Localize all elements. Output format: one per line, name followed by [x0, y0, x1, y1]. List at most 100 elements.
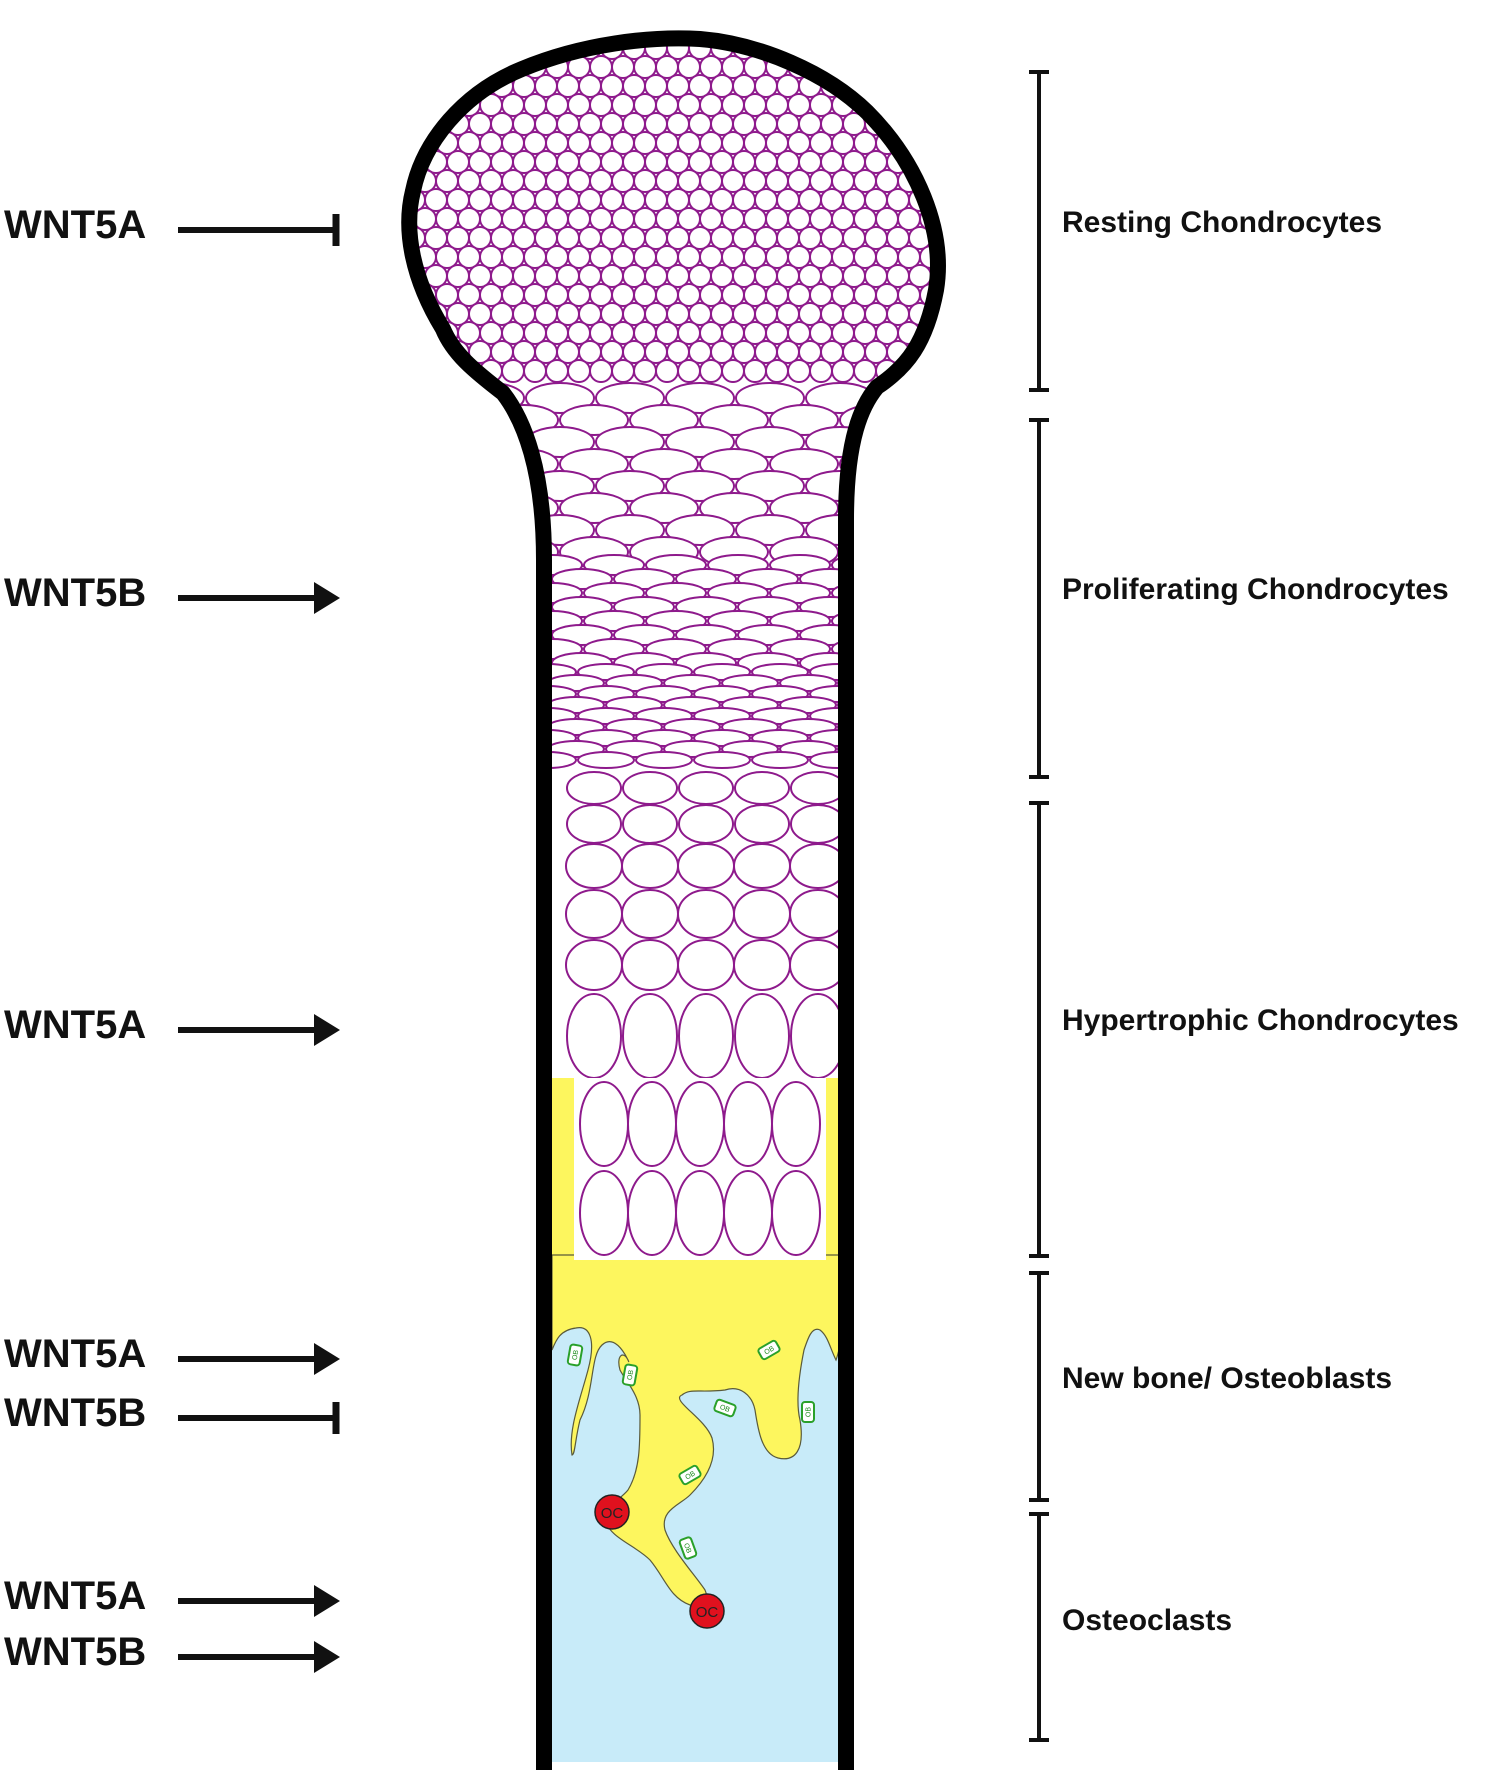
signal-row-5: WNT5B	[4, 1391, 340, 1435]
signal-gene-label: WNT5B	[4, 571, 146, 615]
chondrocyte-cell	[864, 36, 888, 60]
chondrocyte-cell	[579, 1081, 629, 1167]
chondrocyte-cell	[512, 36, 536, 60]
chondrocyte-cell	[559, 404, 629, 436]
chondrocyte-cell	[735, 426, 805, 458]
chondrocyte-cell	[413, 359, 437, 383]
chondrocyte-cell	[769, 404, 839, 436]
chondrocyte-cell	[678, 804, 734, 844]
zone-bracket-icon	[1029, 801, 1049, 1258]
chondrocyte-cell	[919, 131, 942, 155]
signal-gene-label: WNT5A	[4, 1003, 146, 1047]
zone-label: Resting Chondrocytes	[1062, 206, 1382, 239]
chondrocyte-cell	[559, 448, 629, 480]
osteoblasts: OB OB OB OB OB OB OB	[566, 1339, 815, 1560]
signal-row-2: WNT5B	[4, 571, 340, 615]
zone-hypertrophic: Hypertrophic Chondrocytes	[1029, 801, 1459, 1258]
chondrocyte-cell	[579, 1170, 629, 1256]
chondrocyte-cell	[622, 804, 678, 844]
signal-panel: WNT5A WNT5B WNT5A WNT5A	[4, 203, 340, 1674]
chondrocyte-cell	[459, 610, 521, 632]
chondrocyte-cell	[629, 492, 699, 524]
chondrocyte-cell	[930, 74, 942, 98]
chondrocyte-cell	[566, 993, 622, 1078]
chondrocyte-cell	[565, 843, 623, 889]
chondrocyte-cell	[622, 993, 678, 1078]
chondrocyte-cell	[611, 359, 635, 383]
chondrocyte-cell	[677, 939, 735, 991]
signal-gene-label: WNT5A	[4, 1332, 146, 1376]
signal-row-3: WNT5A	[4, 1003, 340, 1047]
chondrocyte-cell	[413, 93, 437, 117]
signal-gene-label: WNT5A	[4, 1574, 146, 1618]
chondrocyte-cell	[861, 624, 923, 646]
osteoblast-cell: OB	[713, 1398, 737, 1418]
osteoblast-cell: OB	[757, 1339, 781, 1361]
chondrocyte-cell	[790, 804, 846, 844]
chondrocyte-cell	[665, 426, 735, 458]
zone-bracket-icon	[1029, 70, 1049, 392]
chondrocyte-cell	[461, 751, 519, 769]
chondrocyte-cell	[455, 470, 525, 502]
chondrocyte-cell	[897, 93, 921, 117]
chondrocyte-cell	[733, 939, 791, 991]
chondrocyte-cell	[413, 55, 437, 79]
chondrocyte-cell	[699, 448, 769, 480]
chondrocyte-cell	[798, 36, 822, 60]
chondrocyte-cell	[723, 1081, 773, 1167]
osteoblast-cell: OB	[566, 1343, 584, 1367]
chondrocyte-cell	[595, 382, 665, 414]
zone-bracket-icon	[1029, 1512, 1049, 1742]
chondrocyte-cell	[842, 36, 866, 60]
chondrocyte-cell	[565, 939, 623, 991]
chondrocyte-cell	[867, 751, 925, 769]
chondrocyte-cell	[406, 36, 426, 60]
chondrocyte-cell	[771, 1081, 821, 1167]
activation-arrow-icon	[178, 1014, 340, 1046]
chondrocyte-cell	[886, 36, 910, 60]
chondrocyte-cell	[790, 771, 846, 805]
zone-osteoclasts: Osteoclasts	[1029, 1512, 1232, 1742]
bone-outline	[401, 30, 946, 1770]
chondrocyte-cell	[820, 36, 844, 60]
activation-arrow-icon	[178, 1585, 340, 1617]
chondrocyte-cell	[864, 74, 888, 98]
chondrocyte-cell	[435, 359, 459, 383]
osteoclast-cell: OC	[594, 1494, 630, 1530]
chondrocyte-cell	[867, 729, 925, 747]
chondrocyte-cell	[595, 426, 665, 458]
signal-gene-label: WNT5A	[4, 203, 146, 247]
chondrocyte-cell	[908, 36, 932, 60]
chondrocyte-cell	[699, 492, 769, 524]
chondrocyte-cell	[665, 470, 735, 502]
chondrocyte-cell	[735, 470, 805, 502]
chondrocyte-cell	[633, 359, 657, 383]
chondrocyte-cell	[919, 93, 942, 117]
zone-resting: Resting Chondrocytes	[1029, 70, 1382, 392]
chondrocyte-cell	[435, 55, 459, 79]
chondrocyte-cell	[635, 751, 693, 769]
chondrocyte-cell	[677, 889, 735, 939]
chondrocyte-cell	[566, 804, 622, 844]
chondrocyte-cell	[886, 74, 910, 98]
chondrocyte-cell	[723, 1170, 773, 1256]
chondrocyte-cell	[523, 359, 547, 383]
chondrocyte-cell	[771, 1170, 821, 1256]
chondrocyte-cell	[875, 93, 899, 117]
chondrocyte-cell	[930, 36, 942, 60]
chondrocyte-cell	[565, 889, 623, 939]
zone-label: New bone/ Osteoblasts	[1062, 1362, 1392, 1395]
chondrocyte-cell	[751, 751, 809, 769]
chondrocyte-cell	[461, 663, 519, 681]
chondrocyte-cell	[621, 843, 679, 889]
activation-arrow-icon	[178, 582, 340, 614]
chondrocyte-cell	[919, 55, 942, 79]
chondrocyte-cell	[595, 514, 665, 546]
chondrocyte-cell	[675, 1170, 725, 1256]
osteoclast-cell: OC	[689, 1593, 725, 1629]
chondrocyte-cell	[406, 112, 426, 136]
signal-row-1: WNT5A	[4, 203, 340, 247]
chondrocyte-cell	[621, 889, 679, 939]
zone-label: Osteoclasts	[1062, 1604, 1232, 1637]
osteoblast-label: OB	[763, 1345, 776, 1356]
